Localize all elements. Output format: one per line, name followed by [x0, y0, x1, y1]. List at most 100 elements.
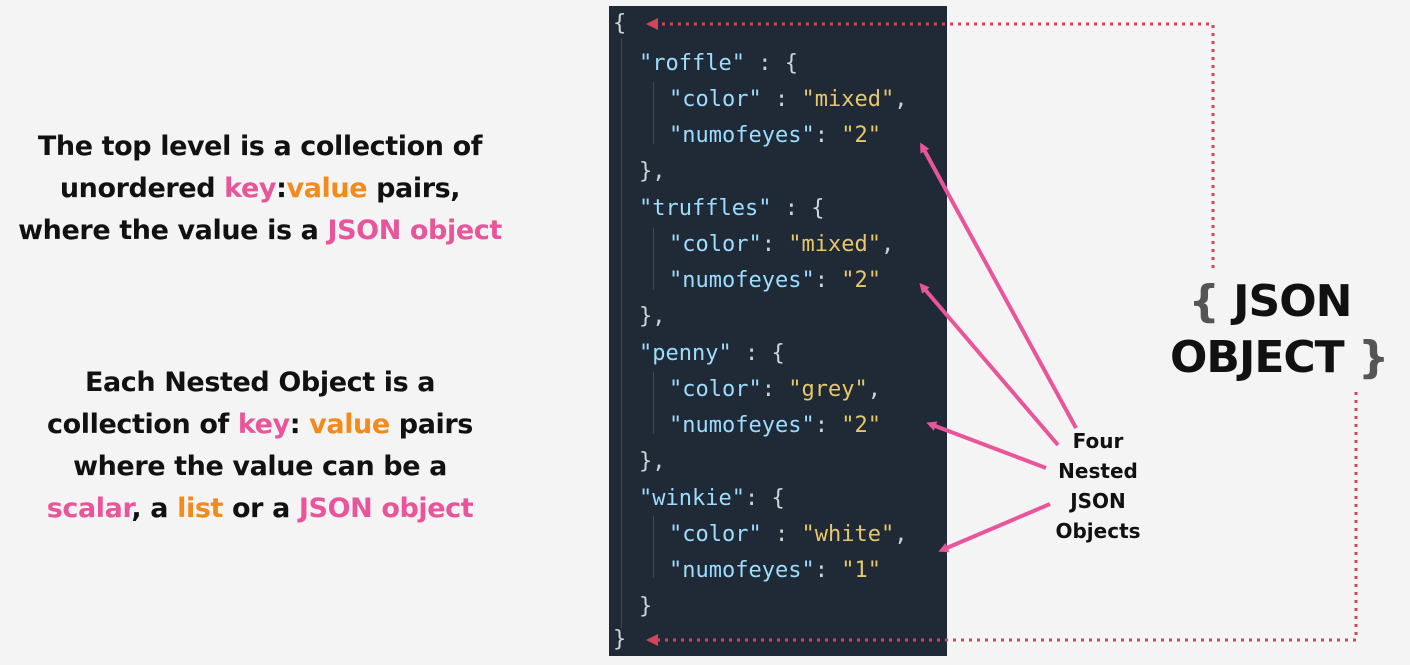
nested-explanation: Each Nested Object is a collection of ke… [0, 362, 520, 530]
punctuation: : [761, 522, 802, 547]
punctuation: : [761, 232, 789, 257]
arrow-to-winkie [938, 502, 1051, 553]
key-term: key [237, 409, 290, 440]
indent-guide [653, 82, 654, 144]
color-value: "grey" [788, 377, 868, 402]
indent-guide [621, 38, 622, 628]
text-fragment: : [289, 409, 310, 440]
json-code-panel: { "roffle" : {"color" : "mixed","numofey… [609, 6, 947, 656]
punctuation: , [867, 377, 881, 402]
punctuation: : [761, 87, 802, 112]
punctuation: , [894, 87, 908, 112]
brace-open: { [1188, 276, 1220, 327]
punctuation: : { [744, 51, 798, 76]
explanation-line: where the value is a JSON object [0, 210, 520, 252]
brace-close: } [1358, 332, 1389, 383]
top-level-explanation: The top level is a collection of unorder… [0, 126, 520, 252]
eyes-value: "2" [841, 413, 881, 438]
explanation-line: scalar, a list or a JSON object [0, 488, 520, 530]
code-line-object-close: }, [639, 447, 666, 477]
object-key: "penny" [639, 341, 732, 366]
code-line-eyes: "numofeyes": "2" [669, 266, 881, 296]
indent-guide [653, 372, 654, 434]
json-object-label-line: { JSON [1170, 274, 1370, 330]
nested-label-line: JSON [1070, 489, 1126, 513]
punctuation: : { [731, 341, 785, 366]
color-value: "mixed" [801, 87, 895, 112]
value-term: value [309, 409, 390, 440]
dotted-bracket-top [646, 18, 1215, 268]
code-line-eyes: "numofeyes": "2" [669, 121, 881, 151]
code-line-object-key: "roffle" : { [639, 49, 798, 79]
text-fragment: unordered [59, 173, 225, 204]
text-fragment: pairs [389, 409, 474, 440]
code-line-eyes: "numofeyes": "2" [669, 411, 881, 441]
json-object-term: JSON object [327, 215, 502, 246]
close-brace: } [613, 627, 627, 652]
four-nested-label: Four Nested JSON Objects [1050, 426, 1146, 546]
explanation-line: collection of key: value pairs [0, 404, 520, 446]
punctuation: : { [744, 486, 785, 511]
eyes-value: "2" [841, 268, 881, 293]
punctuation: : [814, 268, 842, 293]
nested-label-line: Four [1072, 429, 1124, 453]
explanation-line: unordered key:value pairs, [0, 168, 520, 210]
object-key: "truffles" [639, 196, 772, 221]
color-key: "color" [669, 232, 762, 257]
explanation-line: where the value can be a [73, 451, 447, 482]
eyes-key: "numofeyes" [669, 123, 815, 148]
key-term: key [224, 173, 277, 204]
text-fragment: or a [223, 493, 299, 524]
object-close: }, [639, 159, 666, 184]
code-line-color: "color" : "white", [669, 520, 907, 550]
text-fragment: : [276, 173, 287, 204]
eyes-key: "numofeyes" [669, 268, 815, 293]
color-value: "mixed" [788, 232, 881, 257]
label-word: JSON [1233, 276, 1352, 327]
code-line-color: "color": "mixed", [669, 230, 894, 260]
code-line-object-close: }, [639, 302, 666, 332]
eyes-key: "numofeyes" [669, 413, 815, 438]
punctuation: : [814, 558, 842, 583]
color-key: "color" [669, 377, 762, 402]
nested-label-line: Nested [1058, 459, 1138, 483]
explanation-line: Each Nested Object is a [84, 367, 436, 398]
label-word: OBJECT [1170, 332, 1345, 383]
indent-guide [653, 228, 654, 290]
arrow-to-roffle [920, 142, 1078, 429]
code-line-object-close: }, [639, 157, 666, 187]
indent-guide [653, 516, 654, 578]
arrow-to-truffles [919, 282, 1060, 447]
text-fragment: collection of [47, 409, 238, 440]
json-object-label-line: OBJECT } [1170, 330, 1389, 386]
dotted-bracket-bottom [646, 392, 1358, 646]
object-close: }, [639, 304, 666, 329]
json-object-term: JSON object [298, 493, 474, 524]
object-close: }, [639, 449, 666, 474]
text-fragment: pairs, [367, 173, 461, 204]
punctuation: : [814, 413, 842, 438]
punctuation: : [814, 123, 842, 148]
scalar-term: scalar [46, 493, 132, 524]
punctuation: , [880, 232, 895, 257]
code-line-color: "color" : "mixed", [669, 85, 907, 115]
color-key: "color" [669, 522, 762, 547]
value-term: value [286, 173, 368, 204]
eyes-key: "numofeyes" [669, 558, 815, 583]
arrow-to-penny [926, 421, 1047, 470]
code-line-color: "color": "grey", [669, 375, 881, 405]
explanation-line: The top level is a collection of [37, 131, 483, 162]
json-object-label: { JSON OBJECT } [1170, 274, 1389, 386]
color-key: "color" [669, 87, 762, 112]
object-close: } [639, 594, 653, 619]
punctuation: , [894, 522, 908, 547]
punctuation: : { [771, 196, 825, 221]
text-fragment: , a [131, 493, 178, 524]
object-key: "winkie" [639, 486, 745, 511]
code-line-object-key: "penny" : { [639, 339, 785, 369]
code-line-object-close: } [639, 592, 652, 622]
color-value: "white" [801, 522, 895, 547]
eyes-value: "2" [841, 123, 881, 148]
nested-label-line: Objects [1055, 519, 1141, 543]
